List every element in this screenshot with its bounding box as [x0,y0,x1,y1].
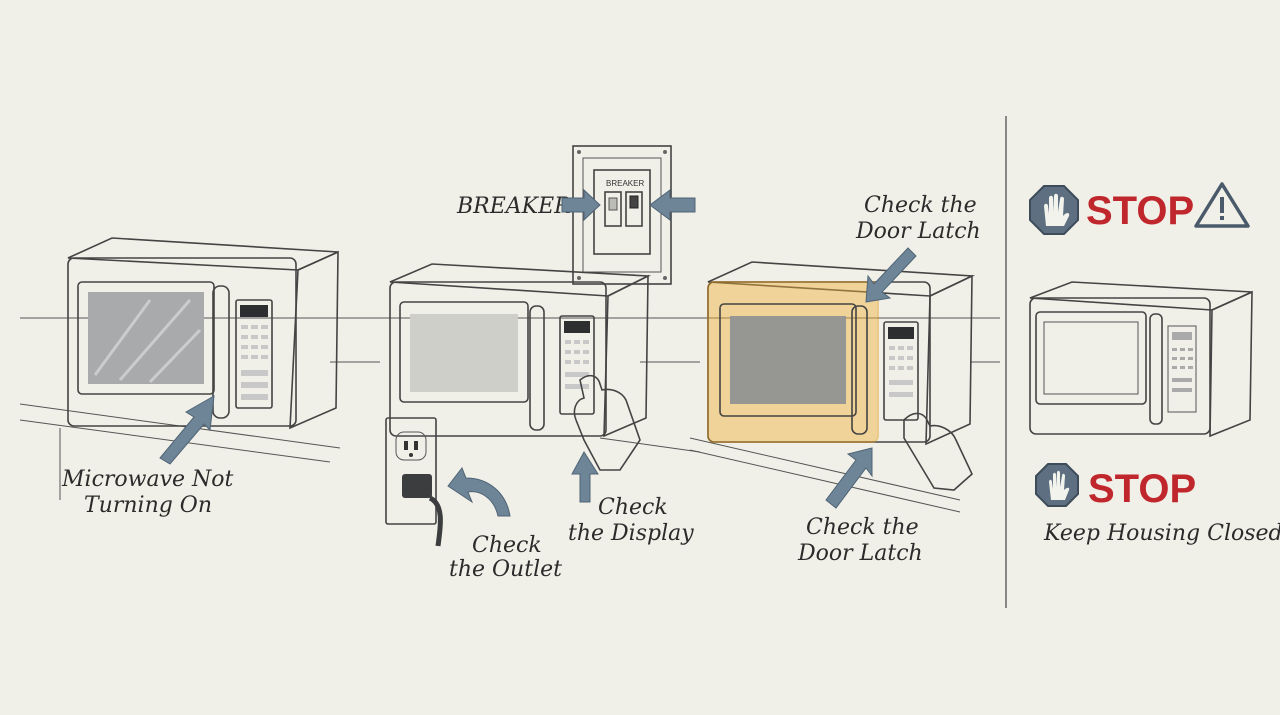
microwave-1 [67,237,339,430]
breaker-panel: BREAKER [572,145,672,285]
label-latch-bottom-line1: Check the [806,515,919,540]
label-latch-bottom-line2: Door Latch [797,541,923,566]
label-check-display-line2: the Display [568,521,694,546]
stop-label-bottom: STOP [1088,467,1196,511]
stop-hand-icon [1049,470,1070,500]
stop-sign-top [1029,185,1079,235]
label-keep-housing-closed: Keep Housing Closed [1043,521,1280,546]
label-check-display-line1: Check [598,495,668,520]
label-check-outlet-line1: Check [472,533,542,558]
arrow-breaker-right [649,189,696,221]
arrow-breaker-left [561,188,601,222]
label-latch-top-line1: Check the [864,193,977,218]
label-breaker: BREAKER [456,194,571,219]
label-not-turning-on-line1: Microwave Not [61,467,234,492]
label-not-turning-on-line2: Turning On [84,493,212,518]
warning-triangle-icon [1194,182,1250,228]
power-plug-icon [402,474,443,547]
stop-label-top: STOP [1086,189,1194,233]
pointing-hand-icon [573,374,641,471]
arrow-check-outlet [447,467,511,517]
arrow-latch-top [865,247,917,303]
arrow-latch-bottom [825,447,873,509]
breaker-box-label: BREAKER [606,179,644,188]
stop-hand-icon [1044,193,1070,226]
microwave-4 [1029,281,1253,438]
microwave-3 [707,261,976,491]
label-check-outlet-line2: the Outlet [449,557,562,582]
label-latch-top-line2: Door Latch [855,219,981,244]
wall-outlet [385,417,443,547]
microwave-2 [389,263,652,471]
arrow-check-display [571,451,599,503]
arrow-not-turning-on [159,395,215,465]
stop-sign-bottom [1035,463,1079,507]
